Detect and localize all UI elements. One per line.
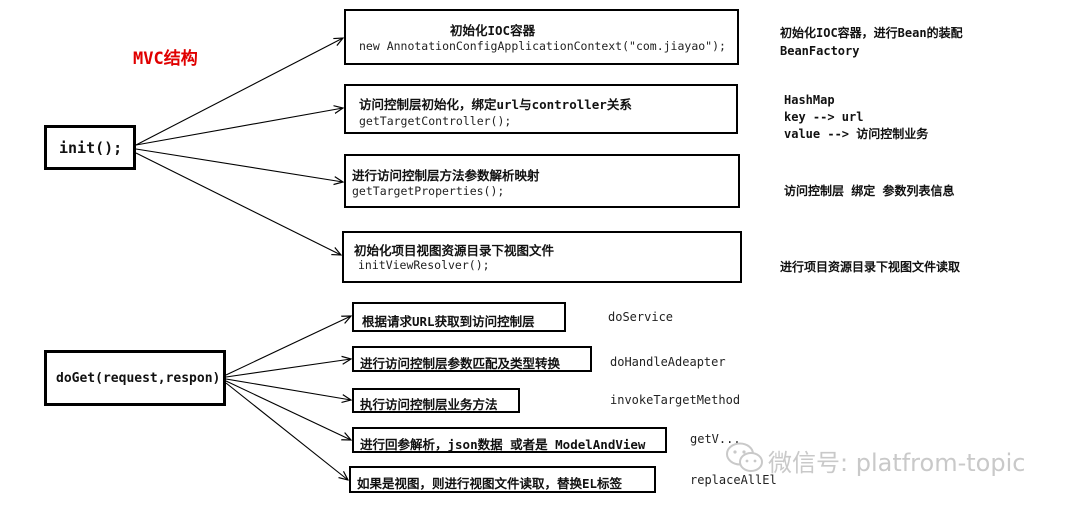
note-ioc: 初始化IOC容器，进行Bean的装配 BeanFactory	[780, 24, 963, 60]
step-title: 执行访问控制层业务方法	[360, 397, 498, 412]
method-dohandleadeapter: doHandleAdeapter	[610, 355, 726, 369]
step-title: 初始化IOC容器	[450, 23, 536, 38]
init-step-controller: 访问控制层初始化，绑定url与controller关系 getTargetCon…	[344, 84, 738, 134]
note-view: 进行项目资源目录下视图文件读取	[780, 260, 961, 274]
arrow-doget-2	[225, 359, 351, 378]
arrow-init-view	[135, 152, 341, 255]
note-properties: 访问控制层 绑定 参数列表信息	[784, 184, 955, 198]
watermark-text: 微信号: platfrom-topic	[768, 449, 1026, 477]
arrow-doget-1	[225, 316, 351, 376]
wechat-icon	[726, 442, 763, 472]
step-code: getTargetController();	[359, 114, 512, 128]
doget-step-5: 如果是视图，则进行视图文件读取，替换EL标签	[349, 466, 656, 493]
init-node-label: init();	[59, 139, 123, 157]
arrow-init-controller	[135, 108, 343, 146]
method-invoketargetmethod: invokeTargetMethod	[610, 393, 741, 407]
doget-step-3: 执行访问控制层业务方法	[352, 388, 520, 413]
note-line: HashMap	[784, 93, 835, 107]
note-hashmap: HashMap key --> url value --> 访问控制业务	[784, 92, 928, 143]
note-line: 初始化IOC容器，进行Bean的装配	[780, 26, 963, 40]
method-doservice: doService	[608, 310, 674, 324]
arrow-doget-3	[225, 378, 351, 400]
doget-step-2: 进行访问控制层参数匹配及类型转换	[352, 346, 592, 372]
init-step-view: 初始化项目视图资源目录下视图文件 initViewResolver();	[342, 231, 742, 283]
step-title: 进行访问控制层参数匹配及类型转换	[360, 356, 561, 371]
arrow-doget-5	[225, 382, 348, 480]
arrow-doget-4	[225, 380, 351, 440]
arrow-init-properties	[135, 148, 343, 182]
init-step-ioc: 初始化IOC容器 new AnnotationConfigApplication…	[344, 9, 739, 65]
note-line: value --> 访问控制业务	[784, 127, 929, 141]
diagram-heading: MVC结构	[133, 49, 198, 69]
note-line: BeanFactory	[780, 44, 860, 58]
step-title: 根据请求URL获取到访问控制层	[362, 314, 535, 329]
step-title: 进行访问控制层方法参数解析映射	[352, 168, 540, 183]
arrow-init-ioc	[135, 38, 343, 146]
step-title: 访问控制层初始化，绑定url与controller关系	[359, 97, 632, 112]
step-title: 如果是视图，则进行视图文件读取，替换EL标签	[357, 476, 623, 491]
doget-step-4: 进行回参解析，json数据 或者是 ModelAndView	[352, 427, 667, 453]
step-title: 初始化项目视图资源目录下视图文件	[354, 243, 555, 258]
step-code: initViewResolver();	[358, 258, 490, 272]
note-line: key --> url	[784, 110, 864, 124]
method-getview: getV...	[690, 432, 741, 446]
doget-node: doGet(request,respon)	[44, 350, 226, 406]
step-code: new AnnotationConfigApplicationContext("…	[359, 39, 726, 53]
method-replaceallel: replaceAllEl	[690, 473, 777, 487]
step-code: getTargetProperties();	[352, 184, 505, 198]
init-step-properties: 进行访问控制层方法参数解析映射 getTargetProperties();	[344, 154, 740, 208]
doget-node-label: doGet(request,respon)	[56, 371, 221, 386]
init-node: init();	[44, 125, 136, 170]
step-title: 进行回参解析，json数据 或者是 ModelAndView	[360, 437, 646, 452]
doget-step-1: 根据请求URL获取到访问控制层	[352, 302, 566, 332]
